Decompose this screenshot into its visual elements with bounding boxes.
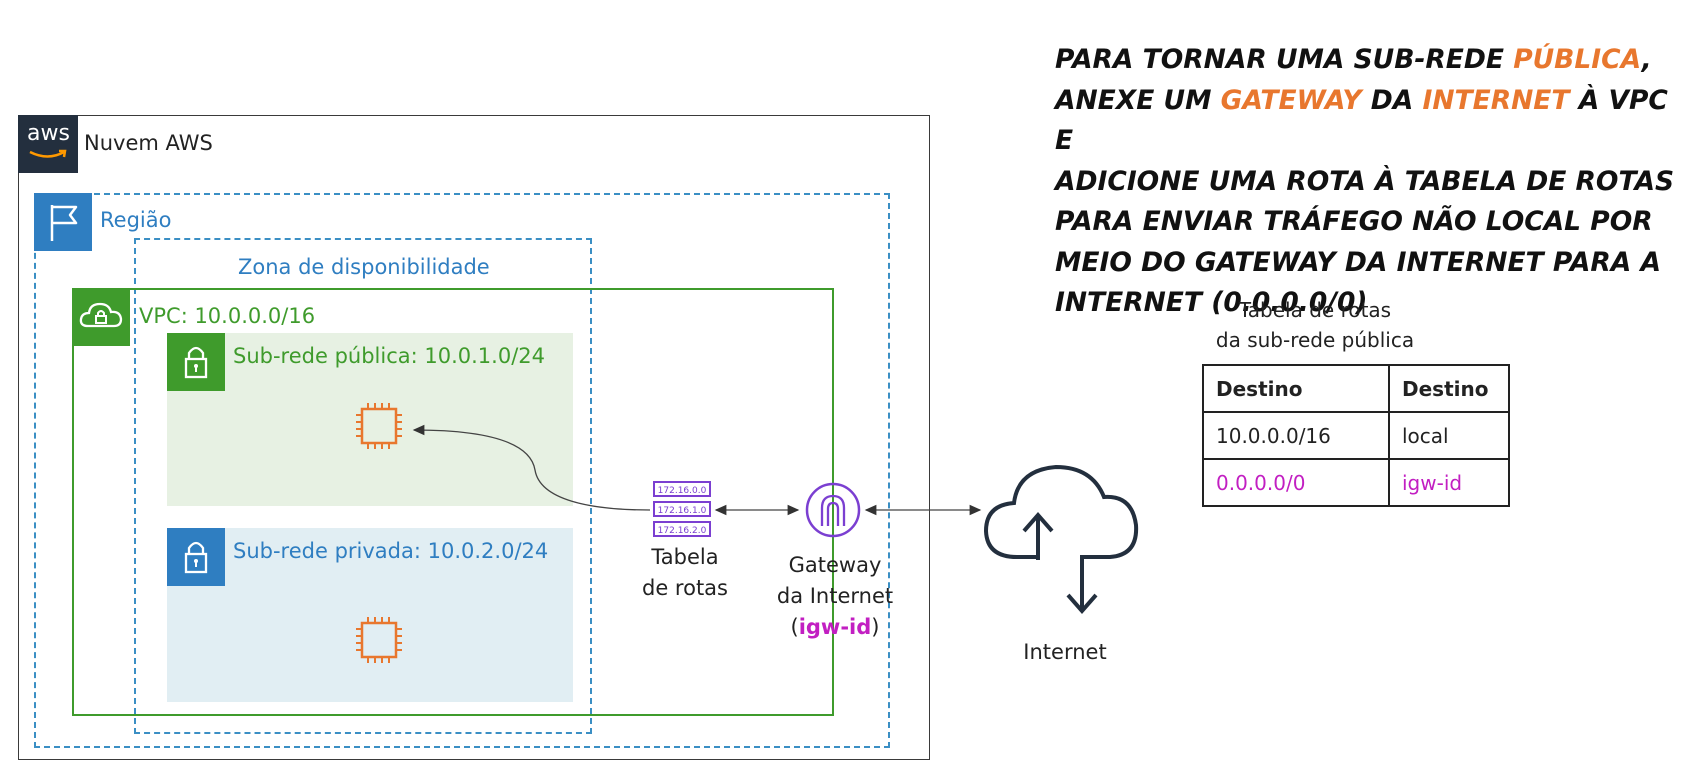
heading-line: ANEXE UM GATEWAY DA INTERNET À VPC E bbox=[1055, 81, 1695, 162]
lock-icon bbox=[167, 333, 225, 391]
route-table: Destino Destino 10.0.0.0/16 local 0.0.0.… bbox=[1202, 364, 1510, 507]
flag-icon bbox=[34, 193, 92, 251]
heading-text: , bbox=[1641, 44, 1652, 75]
heading-line: PARA ENVIAR TRÁFEGO NÃO LOCAL POR bbox=[1055, 206, 1653, 237]
route-table-entry: 172.16.2.0 bbox=[658, 526, 707, 536]
heading-line: PARA TORNAR UMA SUB-REDE PÚBLICA, bbox=[1055, 40, 1695, 81]
table-header-row: Destino Destino bbox=[1202, 364, 1510, 413]
page-heading: PARA TORNAR UMA SUB-REDE PÚBLICA, ANEXE … bbox=[1055, 40, 1695, 324]
availability-zone-label: Zona de disponibilidade bbox=[238, 255, 490, 279]
gateway-label: Gateway da Internet (igw-id) bbox=[770, 550, 900, 643]
internet-label: Internet bbox=[1023, 640, 1107, 664]
private-subnet-label: Sub-rede privada: 10.0.2.0/24 bbox=[233, 539, 549, 563]
heading-text: À VPC E bbox=[1055, 84, 1668, 157]
region-label: Região bbox=[100, 208, 172, 232]
table-row: 10.0.0.0/16 local bbox=[1202, 411, 1510, 460]
lock-icon bbox=[167, 528, 225, 586]
table-header-cell: Destino bbox=[1202, 364, 1390, 413]
instance-route-connector bbox=[412, 424, 651, 511]
availability-zone-frame bbox=[134, 238, 592, 734]
heading-line: ADICIONE UMA ROTA À TABELA DE ROTAS bbox=[1055, 165, 1675, 197]
table-cell: 10.0.0.0/16 bbox=[1202, 411, 1390, 460]
gateway-label-line3: (igw-id) bbox=[770, 612, 900, 643]
heading-text: PARA TORNAR UMA SUB-REDE bbox=[1055, 44, 1514, 75]
route-table-card-title: Tabela de rotas da sub-rede pública bbox=[1180, 295, 1450, 355]
private-subnet bbox=[167, 528, 573, 702]
gateway-label-line1: Gateway bbox=[788, 553, 882, 577]
vpc-label: VPC: 10.0.0.0/16 bbox=[139, 304, 316, 328]
public-subnet-label: Sub-rede pública: 10.0.1.0/24 bbox=[233, 344, 545, 368]
public-subnet bbox=[167, 333, 573, 506]
route-table-entry: 172.16.0.0 bbox=[658, 486, 707, 496]
aws-cloud-label: Nuvem AWS bbox=[84, 131, 213, 155]
route-table-card-title-line1: Tabela de rotas bbox=[1238, 298, 1392, 322]
table-cell: 0.0.0.0/0 bbox=[1202, 458, 1390, 507]
internet-cloud-icon bbox=[983, 464, 1139, 615]
region-frame bbox=[34, 193, 890, 748]
heading-line: INTERNET (0.0.0.0/0) bbox=[1055, 287, 1368, 318]
route-table-label-line1: Tabela bbox=[651, 545, 719, 569]
aws-smile-icon bbox=[29, 149, 67, 158]
heading-text: ANEXE UM bbox=[1055, 84, 1221, 116]
aws-logo-icon: aws bbox=[18, 115, 78, 173]
ec2-instance-icon bbox=[356, 403, 402, 449]
table-header-cell: Destino bbox=[1388, 364, 1510, 413]
route-table-card-title-line2: da sub-rede pública bbox=[1215, 328, 1415, 352]
vpc-cloud-lock-icon bbox=[72, 288, 130, 346]
table-cell: local bbox=[1388, 411, 1510, 460]
gateway-label-line2: da Internet bbox=[776, 584, 894, 608]
heading-text: DA bbox=[1361, 84, 1423, 116]
gateway-paren-close: ) bbox=[871, 615, 880, 639]
gateway-id: igw-id bbox=[798, 615, 872, 639]
table-row: 0.0.0.0/0 igw-id bbox=[1202, 458, 1510, 507]
ec2-instance-icon bbox=[356, 617, 402, 663]
heading-highlight: GATEWAY bbox=[1220, 84, 1362, 116]
heading-line: MEIO DO GATEWAY DA INTERNET PARA A bbox=[1055, 246, 1661, 278]
heading-highlight: INTERNET bbox=[1422, 84, 1570, 116]
aws-cloud-frame bbox=[18, 115, 930, 760]
route-table-entry: 172.16.1.0 bbox=[658, 506, 707, 516]
table-cell: igw-id bbox=[1388, 458, 1510, 507]
route-table-label: Tabela de rotas bbox=[630, 542, 740, 604]
route-table-icon: 172.16.0.0 172.16.1.0 172.16.2.0 bbox=[653, 481, 711, 537]
gateway-paren-open: ( bbox=[790, 615, 799, 639]
route-table-label-line2: de rotas bbox=[642, 576, 728, 600]
internet-gateway-icon bbox=[805, 482, 861, 538]
aws-logo-text: aws bbox=[27, 121, 70, 146]
heading-highlight: PÚBLICA bbox=[1513, 44, 1642, 75]
